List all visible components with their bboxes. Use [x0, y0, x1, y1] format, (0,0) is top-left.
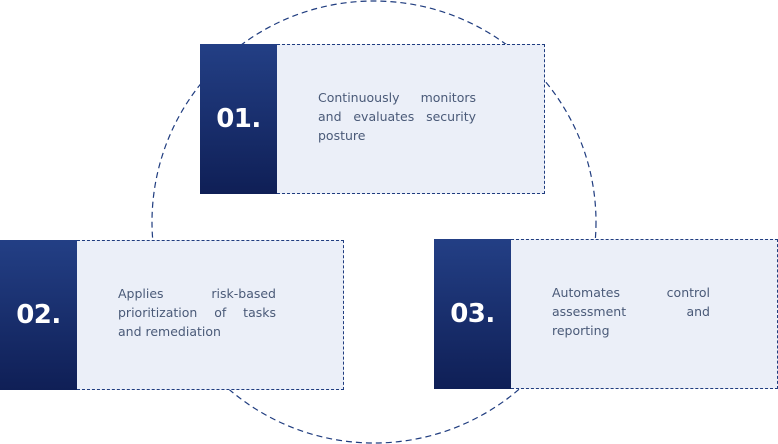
step-description-2: Applies risk-based prioritization of tas… — [118, 286, 276, 339]
step-number-box-1: 01. — [200, 44, 277, 194]
step-description-1: Continuously monitors and evaluates secu… — [318, 90, 476, 143]
step-description-3: Automates control assessment and reporti… — [552, 285, 710, 338]
step-number-2: 02. — [16, 300, 61, 330]
step-number-3: 03. — [450, 299, 495, 329]
step-number-box-2: 02. — [0, 240, 77, 390]
step-description-box-3: Automates control assessment and reporti… — [511, 239, 778, 389]
step-card-1: 01. Continuously monitors and evaluates … — [200, 44, 545, 194]
step-description-box-1: Continuously monitors and evaluates secu… — [277, 44, 545, 194]
step-card-3: 03. Automates control assessment and rep… — [434, 239, 778, 389]
step-number-1: 01. — [216, 104, 261, 134]
step-description-box-2: Applies risk-based prioritization of tas… — [77, 240, 344, 390]
step-card-2: 02. Applies risk-based prioritization of… — [0, 240, 344, 390]
step-number-box-3: 03. — [434, 239, 511, 389]
